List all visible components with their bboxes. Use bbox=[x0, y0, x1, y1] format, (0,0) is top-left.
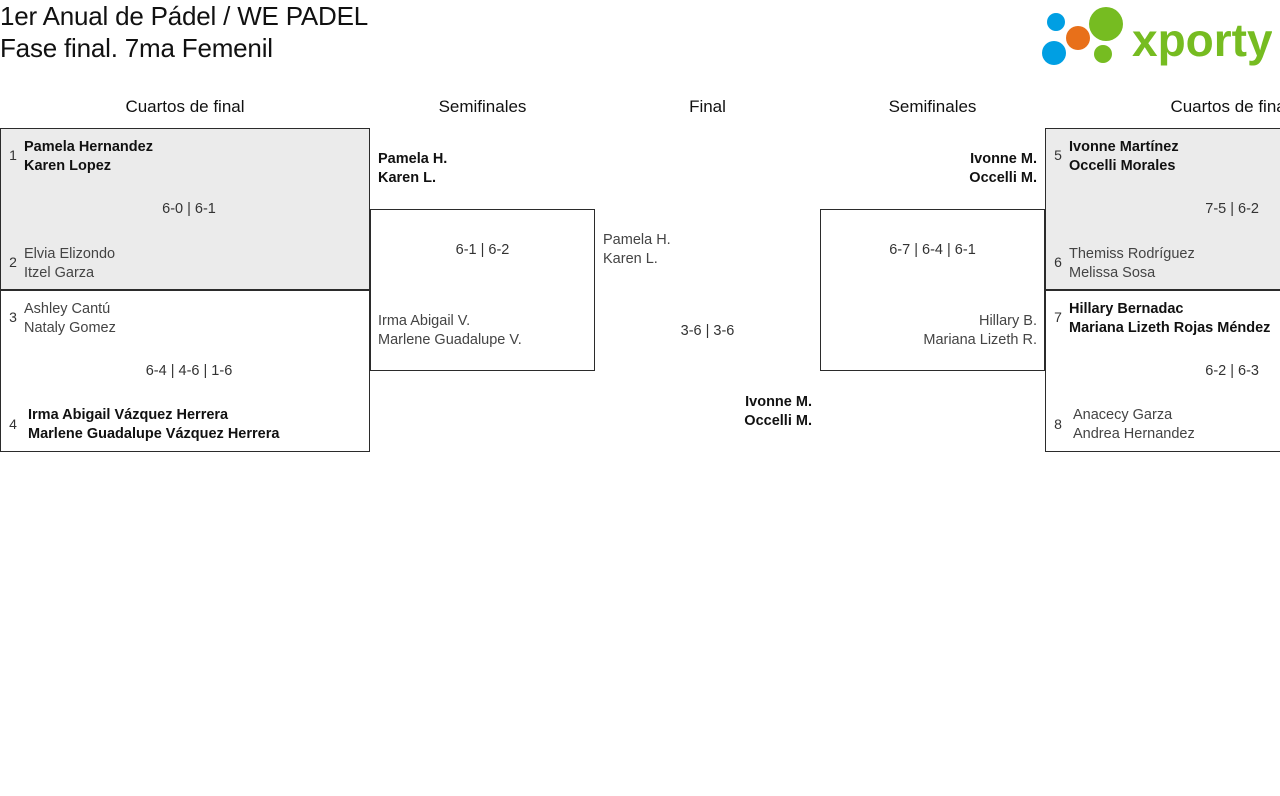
seed-3: 3 bbox=[9, 309, 17, 325]
round-header-semifinals-right: Semifinales bbox=[888, 97, 977, 116]
seed-4: 4 bbox=[9, 416, 17, 432]
qf3-team-bottom-player1: Themiss Rodríguez bbox=[1069, 246, 1195, 262]
round-header-quarterfinals-left: Cuartos de final bbox=[125, 97, 245, 116]
qf2-team-bottom-player1: Irma Abigail Vázquez Herrera bbox=[28, 407, 229, 423]
qf4-team-top-player1: Hillary Bernadac bbox=[1069, 301, 1184, 317]
qf4-score: 6-2 | 6-3 bbox=[1205, 363, 1259, 379]
qf2-score: 6-4 | 4-6 | 1-6 bbox=[145, 363, 233, 379]
logo-wordmark: xporty bbox=[1132, 14, 1272, 66]
seed-8: 8 bbox=[1054, 416, 1062, 432]
qf2-team-bottom-player2: Marlene Guadalupe Vázquez Herrera bbox=[28, 426, 280, 442]
logo-dot-blue-small bbox=[1047, 13, 1065, 31]
round-header-quarterfinals-right: Cuartos de final bbox=[1170, 97, 1280, 116]
final-team-right-player2: Occelli M. bbox=[744, 413, 812, 429]
final-score: 3-6 | 3-6 bbox=[680, 323, 735, 339]
page-title: 1er Anual de Pádel / WE PADEL Fase final… bbox=[0, 0, 760, 64]
qf1-team-bottom: Elvia Elizondo Itzel Garza bbox=[24, 245, 115, 283]
qf3-team-top-player2: Occelli Morales bbox=[1069, 158, 1176, 174]
sf-right-team-bottom-player2: Mariana Lizeth R. bbox=[923, 332, 1037, 348]
xporty-logo[interactable]: xporty bbox=[1032, 6, 1272, 70]
qf1-team-top-player2: Karen Lopez bbox=[24, 158, 112, 174]
qf3-team-bottom-player2: Melissa Sosa bbox=[1069, 265, 1156, 281]
qf4-team-bottom: Anacecy Garza Andrea Hernandez bbox=[1073, 406, 1195, 444]
seed-2: 2 bbox=[9, 254, 17, 270]
qf1-team-bottom-player1: Elvia Elizondo bbox=[24, 246, 116, 262]
sf-left-team-top: Pamela H. Karen L. bbox=[378, 150, 447, 188]
round-header-semifinals-left: Semifinales bbox=[438, 97, 527, 116]
logo-dot-orange bbox=[1066, 26, 1090, 50]
final-team-left-player2: Karen L. bbox=[603, 251, 658, 267]
sf-left-team-top-player1: Pamela H. bbox=[378, 151, 448, 167]
match-box-qf2[interactable] bbox=[0, 290, 370, 452]
seed-7: 7 bbox=[1054, 309, 1062, 325]
logo-dot-blue-large bbox=[1042, 41, 1066, 65]
final-team-right-player1: Ivonne M. bbox=[745, 394, 812, 410]
tournament-name: 1er Anual de Pádel / WE PADEL bbox=[0, 1, 369, 31]
match-box-qf1[interactable] bbox=[0, 128, 370, 290]
sf-left-team-top-player2: Karen L. bbox=[378, 170, 437, 186]
qf3-team-top: Ivonne Martínez Occelli Morales bbox=[1069, 138, 1179, 176]
qf3-team-bottom: Themiss Rodríguez Melissa Sosa bbox=[1069, 245, 1195, 283]
qf4-team-bottom-player2: Andrea Hernandez bbox=[1073, 426, 1195, 442]
tournament-phase: Fase final. 7ma Femenil bbox=[0, 33, 273, 63]
sf-left-score: 6-1 | 6-2 bbox=[455, 242, 510, 258]
sf-left-team-bottom: Irma Abigail V. Marlene Guadalupe V. bbox=[378, 312, 522, 350]
sf-right-score: 6-7 | 6-4 | 6-1 bbox=[889, 242, 976, 258]
qf2-team-top-player2: Nataly Gomez bbox=[24, 320, 116, 336]
final-team-right: Ivonne M. Occelli M. bbox=[612, 393, 812, 431]
round-header-final: Final bbox=[689, 97, 726, 116]
qf2-team-bottom: Irma Abigail Vázquez Herrera Marlene Gua… bbox=[28, 406, 279, 444]
qf1-score: 6-0 | 6-1 bbox=[162, 201, 216, 217]
qf4-team-top: Hillary Bernadac Mariana Lizeth Rojas Mé… bbox=[1069, 300, 1270, 338]
sf-right-team-top-player2: Occelli M. bbox=[969, 170, 1037, 186]
seed-6: 6 bbox=[1054, 254, 1062, 270]
qf4-team-top-player2: Mariana Lizeth Rojas Méndez bbox=[1069, 320, 1271, 336]
match-box-qf4[interactable] bbox=[1045, 290, 1280, 452]
sf-right-team-bottom-player1: Hillary B. bbox=[978, 313, 1037, 329]
seed-1: 1 bbox=[9, 147, 17, 163]
final-team-left-player1: Pamela H. bbox=[603, 232, 671, 248]
sf-right-team-top-player1: Ivonne M. bbox=[970, 151, 1037, 167]
qf1-team-top-player1: Pamela Hernandez bbox=[24, 139, 153, 155]
match-box-qf3[interactable] bbox=[1045, 128, 1280, 290]
match-box-sf-left[interactable] bbox=[370, 209, 595, 371]
qf3-team-top-player1: Ivonne Martínez bbox=[1069, 139, 1179, 155]
logo-dot-green-small bbox=[1094, 45, 1112, 63]
match-box-sf-right[interactable] bbox=[820, 209, 1045, 371]
qf2-team-top-player1: Ashley Cantú bbox=[24, 301, 111, 317]
sf-right-team-bottom: Hillary B. Mariana Lizeth R. bbox=[837, 312, 1037, 350]
sf-right-team-top: Ivonne M. Occelli M. bbox=[837, 150, 1037, 188]
logo-dot-green-large bbox=[1089, 7, 1123, 41]
seed-5: 5 bbox=[1054, 147, 1062, 163]
qf3-score: 7-5 | 6-2 bbox=[1205, 201, 1259, 217]
sf-left-team-bottom-player1: Irma Abigail V. bbox=[378, 313, 471, 329]
qf1-team-bottom-player2: Itzel Garza bbox=[24, 265, 95, 281]
qf4-team-bottom-player1: Anacecy Garza bbox=[1073, 407, 1173, 423]
sf-left-team-bottom-player2: Marlene Guadalupe V. bbox=[378, 332, 522, 348]
qf2-team-top: Ashley Cantú Nataly Gomez bbox=[24, 300, 116, 338]
qf1-team-top: Pamela Hernandez Karen Lopez bbox=[24, 138, 153, 176]
final-team-left: Pamela H. Karen L. bbox=[603, 231, 671, 269]
